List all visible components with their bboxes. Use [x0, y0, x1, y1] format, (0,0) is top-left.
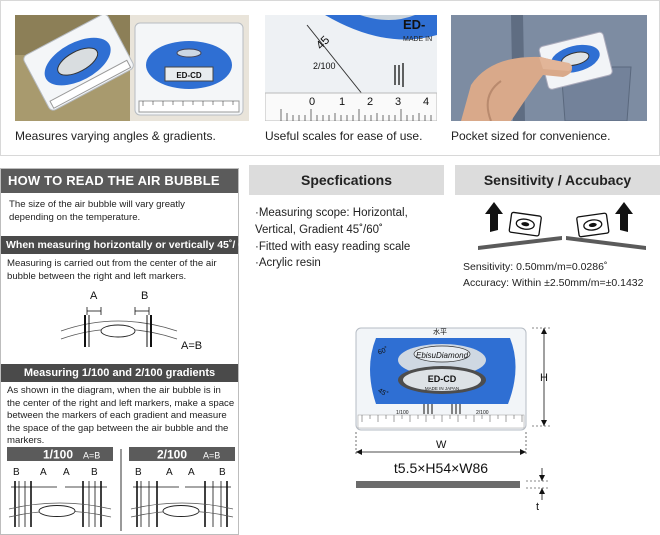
mark-left-0: B	[13, 467, 20, 478]
sensitivity-diagram	[478, 202, 646, 250]
diagram2-right-eq: A=B	[203, 451, 220, 461]
scale-0-text: 0	[309, 96, 315, 108]
dim-w-label: W	[436, 439, 447, 451]
diagram1-label-b: B	[141, 290, 148, 302]
section1-text: Measuring is carried out from the center…	[7, 258, 217, 282]
dim-t-label: t	[536, 501, 539, 513]
product-angle60: 60˚	[377, 345, 389, 356]
mark-left-1: A	[40, 467, 47, 478]
accuracy-line: Accuracy: Within ±2.50mm/m=±0.1432	[463, 277, 644, 289]
diagram2-left-title: 1/100	[43, 448, 73, 462]
specifications-list: ·Measuring scope: Horizontal, Vertical, …	[255, 205, 445, 272]
dim-h-label: H	[540, 372, 548, 384]
feature-photo-strip: ED-CD Measures varying angles & gradient…	[0, 0, 660, 156]
spec-line-3: ·Fitted with easy reading scale	[255, 240, 411, 253]
spec-line-2: Vertical, Gradient 45˚/60˚	[255, 223, 383, 236]
product-grad2: 2/100	[476, 410, 489, 416]
photo-pocket	[451, 15, 647, 121]
product-angle45: 45˚	[377, 387, 390, 399]
photo2-madein-text: MADE IN	[403, 36, 432, 43]
diagram-horizontal: A B A=B	[60, 290, 202, 352]
caption-pocket: Pocket sized for convenience.	[451, 129, 611, 143]
sensitivity-values: Sensitivity: 0.50mm/m=0.0286˚ Accuracy: …	[463, 259, 643, 291]
product-model-text: ED-CD	[428, 374, 457, 384]
photo1-model-text: ED-CD	[176, 71, 202, 80]
product-grad1: 1/100	[396, 410, 409, 416]
mark-right-3: B	[219, 467, 226, 478]
bubble-guide-intro: The size of the air bubble will vary gre…	[9, 199, 185, 223]
spec-line-1: ·Measuring scope: Horizontal,	[255, 207, 408, 219]
diagram1-formula: A=B	[181, 340, 202, 352]
diagram1-label-a: A	[90, 290, 98, 302]
diagram-gradients: 1/100 A=B 2/100 A=B B A A B B A A B	[7, 447, 235, 531]
mark-left-3: B	[91, 467, 98, 478]
caption-angles: Measures varying angles & gradients.	[15, 129, 216, 143]
specifications-title: Specfications	[249, 165, 444, 195]
product-size-text: t5.5×H54×W86	[394, 460, 488, 476]
section2-header: Measuring 1/100 and 2/100 gradients	[1, 364, 238, 382]
product-madein-text: MADE IN JAPAN	[425, 386, 459, 391]
spec-line-4: ·Acrylic resin	[255, 257, 321, 270]
product-top-label: 水平	[433, 327, 447, 336]
photo2-brand-text: ED-	[403, 17, 425, 32]
scale-2-text: 2	[367, 96, 373, 108]
caption-scales: Useful scales for ease of use.	[265, 129, 423, 143]
product-dimension-diagram: EbisuDiamond ED-CD MADE IN JAPAN 水平 60˚ …	[355, 327, 550, 513]
product-brand-text: EbisuDiamond	[416, 351, 469, 360]
scale-4-text: 4	[423, 96, 429, 108]
diagram2-left-eq: A=B	[83, 451, 100, 461]
mark-right-0: B	[135, 467, 142, 478]
mark-right-2: A	[188, 467, 195, 478]
sensitivity-title: Sensitivity / Accubacy	[455, 165, 660, 195]
bubble-guide-panel: HOW TO READ THE AIR BUBBLE The size of t…	[0, 168, 253, 535]
scale-3-text: 3	[395, 96, 401, 108]
photo-scales: ED- MADE IN 45 2/100 0 1	[265, 15, 437, 121]
section2-text: As shown in the diagram, when the air bu…	[7, 385, 235, 447]
bubble-guide-title: HOW TO READ THE AIR BUBBLE	[1, 169, 238, 193]
scale-1-text: 1	[339, 96, 345, 108]
mark-right-1: A	[166, 467, 173, 478]
mark-left-2: A	[63, 467, 70, 478]
photo2-gradient-text: 2/100	[313, 61, 336, 71]
section1-header: When measuring horizontally or verticall…	[1, 236, 253, 254]
sensitivity-line: Sensitivity: 0.50mm/m=0.0286˚	[463, 261, 608, 273]
photo-angles: ED-CD	[15, 15, 249, 121]
diagram2-right-title: 2/100	[157, 448, 187, 462]
